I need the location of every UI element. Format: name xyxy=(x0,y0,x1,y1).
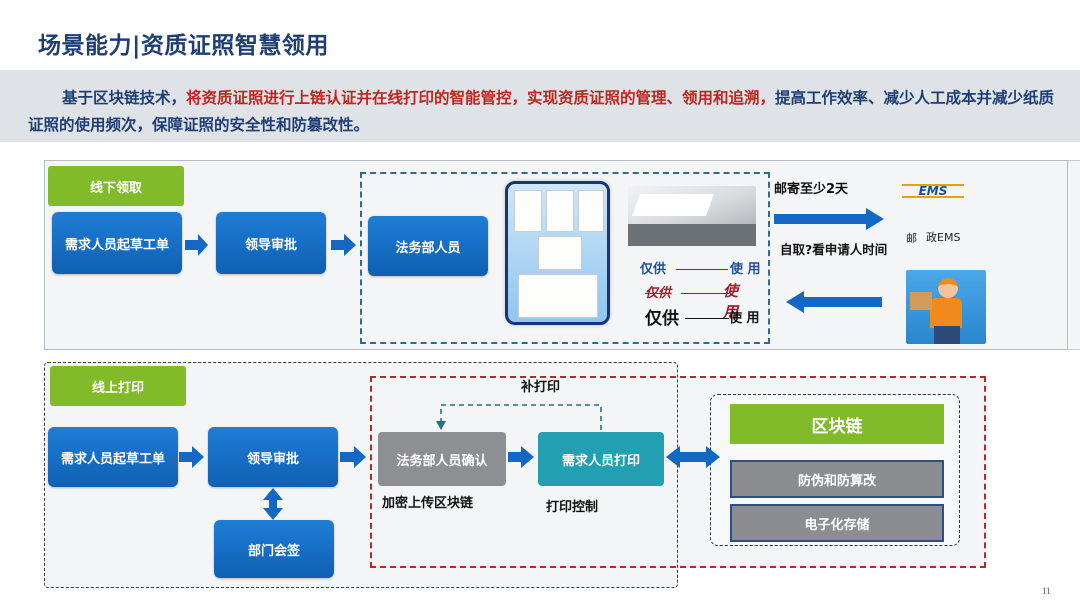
blockchain-title: 区块链 xyxy=(730,404,944,444)
vertical-double-arrow-icon xyxy=(263,488,283,520)
courier-image xyxy=(906,270,986,344)
ems-logo: EMS xyxy=(902,184,964,198)
mail-time-label: 邮寄至少2天 xyxy=(774,182,849,197)
ems-label-1: 邮 xyxy=(906,232,917,245)
certificate-sheet xyxy=(578,190,604,232)
stamp3-rule xyxy=(685,318,729,319)
online-tag: 线上打印 xyxy=(50,366,186,406)
stamp2-right: 使 用 xyxy=(723,282,747,321)
offline-approve-box: 领导审批 xyxy=(216,212,326,274)
certificate-images xyxy=(505,181,610,325)
page-title: 场景能力|资质证照智慧领用 xyxy=(38,33,329,59)
stamp2-left: 仅供 xyxy=(645,286,672,301)
arrow-right-icon xyxy=(340,446,366,468)
offline-draft-box: 需求人员起草工单 xyxy=(52,212,182,274)
stamp-line-2: 仅供 使 用 xyxy=(645,282,767,321)
online-red-dashed-frame xyxy=(370,376,986,568)
intro-benefit-text: 提高工作效率、减少人工成本并减少纸质证照的使用频次，保障证照的安全性和防篡改性。 xyxy=(28,89,1055,134)
certificate-sheet xyxy=(518,274,598,318)
arrow-right-icon xyxy=(774,208,884,230)
arrow-right-icon xyxy=(179,446,204,468)
stamp3-right: 使 用 xyxy=(729,311,760,326)
stamp-line-3: 仅供 使 用 xyxy=(645,304,767,329)
legal-confirm-box: 法务部人员确认 xyxy=(378,432,506,486)
courier-head xyxy=(938,278,958,298)
stamp1-rule xyxy=(676,269,728,270)
courier-legs xyxy=(934,326,960,344)
intro-plain-text: 基于区块链技术， xyxy=(62,89,187,107)
user-print-box: 需求人员打印 xyxy=(538,432,664,486)
stamp2-rule xyxy=(681,293,729,294)
intro-banner: 基于区块链技术，将资质证照进行上链认证并在线打印的智能管控，实现资质证照的管理、… xyxy=(0,70,1080,142)
reprint-arrowhead-icon xyxy=(436,421,446,430)
certificate-sheet xyxy=(546,190,574,232)
encrypt-label: 加密上传区块链 xyxy=(382,496,474,511)
reprint-loop xyxy=(440,404,602,430)
certificate-sheet xyxy=(538,236,582,270)
arrow-left-icon xyxy=(786,291,882,313)
printer-body xyxy=(628,224,756,246)
pickup-label: 自取?看申请人时间 xyxy=(780,242,888,257)
intro-highlight-text: 将资质证照进行上链认证并在线打印的智能管控，实现资质证照的管理、领用和追溯， xyxy=(186,89,776,107)
online-approve-box: 领导审批 xyxy=(208,427,338,487)
ems-label-2: 政EMS xyxy=(926,231,961,244)
stamp1-right: 使 用 xyxy=(730,262,761,277)
anti-tamper-box: 防伪和防算改 xyxy=(730,460,944,498)
print-control-label: 打印控制 xyxy=(546,500,599,515)
e-storage-box: 电子化存储 xyxy=(730,504,944,542)
stamp1-left: 仅供 xyxy=(640,262,667,277)
stamp-line-1: 仅供 使 用 xyxy=(640,258,762,278)
arrow-right-icon xyxy=(331,234,356,256)
offline-legal-box: 法务部人员 xyxy=(368,216,488,276)
stamp3-left: 仅供 xyxy=(645,309,679,329)
offline-panel-frame xyxy=(44,160,1068,350)
printer-image xyxy=(628,186,756,246)
arrow-right-icon xyxy=(185,234,208,256)
courier-box xyxy=(910,292,932,310)
online-draft-box: 需求人员起草工单 xyxy=(48,427,178,487)
courier-body xyxy=(930,298,962,328)
page-number: 11 xyxy=(1042,586,1051,596)
arrow-right-icon xyxy=(508,446,534,468)
intro-text: 基于区块链技术，将资质证照进行上链认证并在线打印的智能管控，实现资质证照的管理、… xyxy=(28,85,1058,139)
certificate-sheet xyxy=(514,190,542,232)
reprint-label: 补打印 xyxy=(521,380,561,395)
offline-legal-dashed-frame xyxy=(360,172,770,344)
offline-tag: 线下领取 xyxy=(48,166,184,206)
double-arrow-icon xyxy=(666,446,720,468)
dept-sign-box: 部门会签 xyxy=(214,520,334,578)
